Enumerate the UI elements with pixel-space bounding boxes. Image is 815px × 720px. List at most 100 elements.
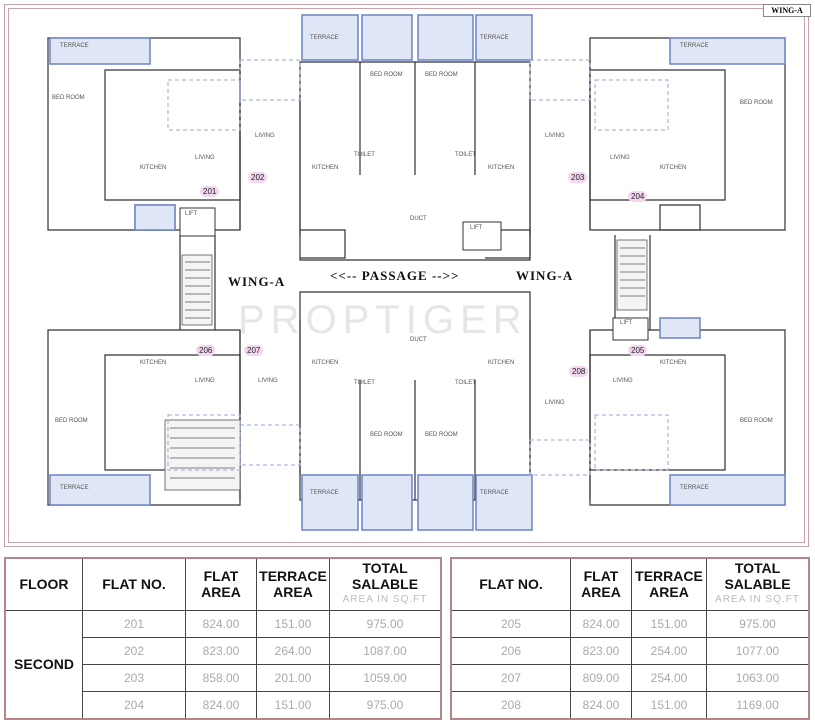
room-living: LIVING bbox=[258, 378, 278, 384]
cell-flat: 203 bbox=[82, 663, 186, 692]
cell-flat: 204 bbox=[82, 690, 186, 719]
staircase-lower-left bbox=[164, 419, 241, 491]
flat-label-206: 206 bbox=[196, 345, 216, 356]
header-flat-no: FLAT NO. bbox=[450, 557, 571, 611]
lift-left bbox=[179, 207, 216, 237]
room-toilet: TOILET bbox=[455, 152, 476, 158]
header-total-salable: TOTAL SALABLE AREA IN SQ.FT bbox=[706, 557, 810, 611]
room-bed: BED ROOM bbox=[740, 418, 773, 424]
cell-total: 1063.00 bbox=[706, 663, 810, 692]
flat-label-204: 204 bbox=[628, 191, 648, 202]
header-total-salable-text: TOTAL SALABLE bbox=[724, 560, 791, 593]
wing-tag: WING-A bbox=[763, 4, 811, 17]
room-kitchen: KITCHEN bbox=[660, 360, 687, 366]
room-bed: BED ROOM bbox=[370, 432, 403, 438]
room-living: LIVING bbox=[545, 133, 565, 139]
cell-terrace: 151.00 bbox=[631, 690, 707, 719]
terrace-201 bbox=[49, 37, 151, 65]
cell-terrace: 254.00 bbox=[631, 663, 707, 692]
lift-right bbox=[462, 221, 502, 251]
room-lift: LIFT bbox=[470, 225, 483, 231]
room-terrace: TERRACE bbox=[680, 485, 709, 491]
cell-total: 1077.00 bbox=[706, 636, 810, 665]
room-living: LIVING bbox=[195, 155, 215, 161]
cell-flat: 202 bbox=[82, 636, 186, 665]
room-kitchen: KITCHEN bbox=[488, 360, 515, 366]
cell-area: 809.00 bbox=[570, 663, 632, 692]
staircase-right bbox=[616, 239, 648, 311]
cell-flat: 205 bbox=[450, 609, 571, 638]
flat-label-203: 203 bbox=[568, 172, 588, 183]
cell-flat: 201 bbox=[82, 609, 186, 638]
cell-area: 823.00 bbox=[185, 636, 257, 665]
cell-total: 975.00 bbox=[329, 690, 442, 719]
area-table-left: FLOOR FLAT NO. FLAT AREA TERRACE AREA TO… bbox=[4, 557, 442, 720]
room-kitchen: KITCHEN bbox=[312, 360, 339, 366]
terrace-203-a bbox=[417, 14, 474, 61]
terrace-206 bbox=[49, 474, 151, 506]
room-toilet: TOILET bbox=[354, 152, 375, 158]
room-lift: LIFT bbox=[620, 320, 633, 326]
room-terrace: TERRACE bbox=[480, 35, 509, 41]
cell-terrace: 264.00 bbox=[256, 636, 330, 665]
room-duct: DUCT bbox=[410, 216, 427, 222]
floor-cell: SECOND bbox=[4, 609, 83, 719]
room-lift: LIFT bbox=[185, 211, 198, 217]
terrace-208-b bbox=[475, 474, 533, 531]
cell-total: 975.00 bbox=[329, 609, 442, 638]
room-terrace: TERRACE bbox=[60, 43, 89, 49]
cell-area: 824.00 bbox=[570, 690, 632, 719]
cell-area: 824.00 bbox=[185, 690, 257, 719]
room-kitchen: KITCHEN bbox=[140, 360, 167, 366]
flat-label-201: 201 bbox=[200, 186, 220, 197]
cell-terrace: 201.00 bbox=[256, 663, 330, 692]
room-living: LIVING bbox=[195, 378, 215, 384]
cell-area: 858.00 bbox=[185, 663, 257, 692]
staircase-left bbox=[181, 254, 213, 326]
header-flat-area: FLAT AREA bbox=[570, 557, 632, 611]
flat-label-208: 208 bbox=[569, 366, 589, 377]
left-bottom-flat bbox=[47, 329, 241, 506]
room-terrace: TERRACE bbox=[680, 43, 709, 49]
terrace-208-a bbox=[417, 474, 474, 531]
header-flat-area: FLAT AREA bbox=[185, 557, 257, 611]
room-terrace: TERRACE bbox=[480, 490, 509, 496]
cell-flat: 207 bbox=[450, 663, 571, 692]
room-terrace: TERRACE bbox=[310, 490, 339, 496]
terrace-202-b bbox=[361, 14, 413, 61]
cell-total: 1059.00 bbox=[329, 663, 442, 692]
header-terrace-area: TERRACE AREA bbox=[631, 557, 707, 611]
room-bed: BED ROOM bbox=[425, 72, 458, 78]
room-bed: BED ROOM bbox=[52, 95, 85, 101]
room-living: LIVING bbox=[545, 400, 565, 406]
left-top-flat-inner bbox=[104, 69, 241, 201]
cell-total: 1087.00 bbox=[329, 636, 442, 665]
room-terrace: TERRACE bbox=[310, 35, 339, 41]
header-terrace-area: TERRACE AREA bbox=[256, 557, 330, 611]
header-total-salable-text: TOTAL SALABLE bbox=[351, 560, 419, 593]
right-top-flat-inner bbox=[589, 69, 726, 201]
right-top-flat bbox=[589, 37, 786, 231]
room-living: LIVING bbox=[610, 155, 630, 161]
room-kitchen: KITCHEN bbox=[660, 165, 687, 171]
terrace-203-b bbox=[475, 14, 533, 61]
terrace-207-b bbox=[361, 474, 413, 531]
flat-label-202: 202 bbox=[248, 172, 268, 183]
room-living: LIVING bbox=[255, 133, 275, 139]
cell-terrace: 151.00 bbox=[256, 690, 330, 719]
cell-area: 824.00 bbox=[570, 609, 632, 638]
lift-bottom bbox=[612, 317, 649, 341]
cell-area: 824.00 bbox=[185, 609, 257, 638]
room-bed: BED ROOM bbox=[425, 432, 458, 438]
room-duct: DUCT bbox=[410, 337, 427, 343]
right-bottom-flat-inner bbox=[589, 354, 726, 471]
room-terrace: TERRACE bbox=[60, 485, 89, 491]
plan-frame bbox=[4, 4, 809, 547]
flat-label-205: 205 bbox=[628, 345, 648, 356]
terrace-204 bbox=[669, 37, 786, 65]
terrace-202-a bbox=[301, 14, 359, 61]
room-toilet: TOILET bbox=[455, 380, 476, 386]
flat-label-207: 207 bbox=[244, 345, 264, 356]
room-bed: BED ROOM bbox=[740, 100, 773, 106]
cell-terrace: 151.00 bbox=[256, 609, 330, 638]
